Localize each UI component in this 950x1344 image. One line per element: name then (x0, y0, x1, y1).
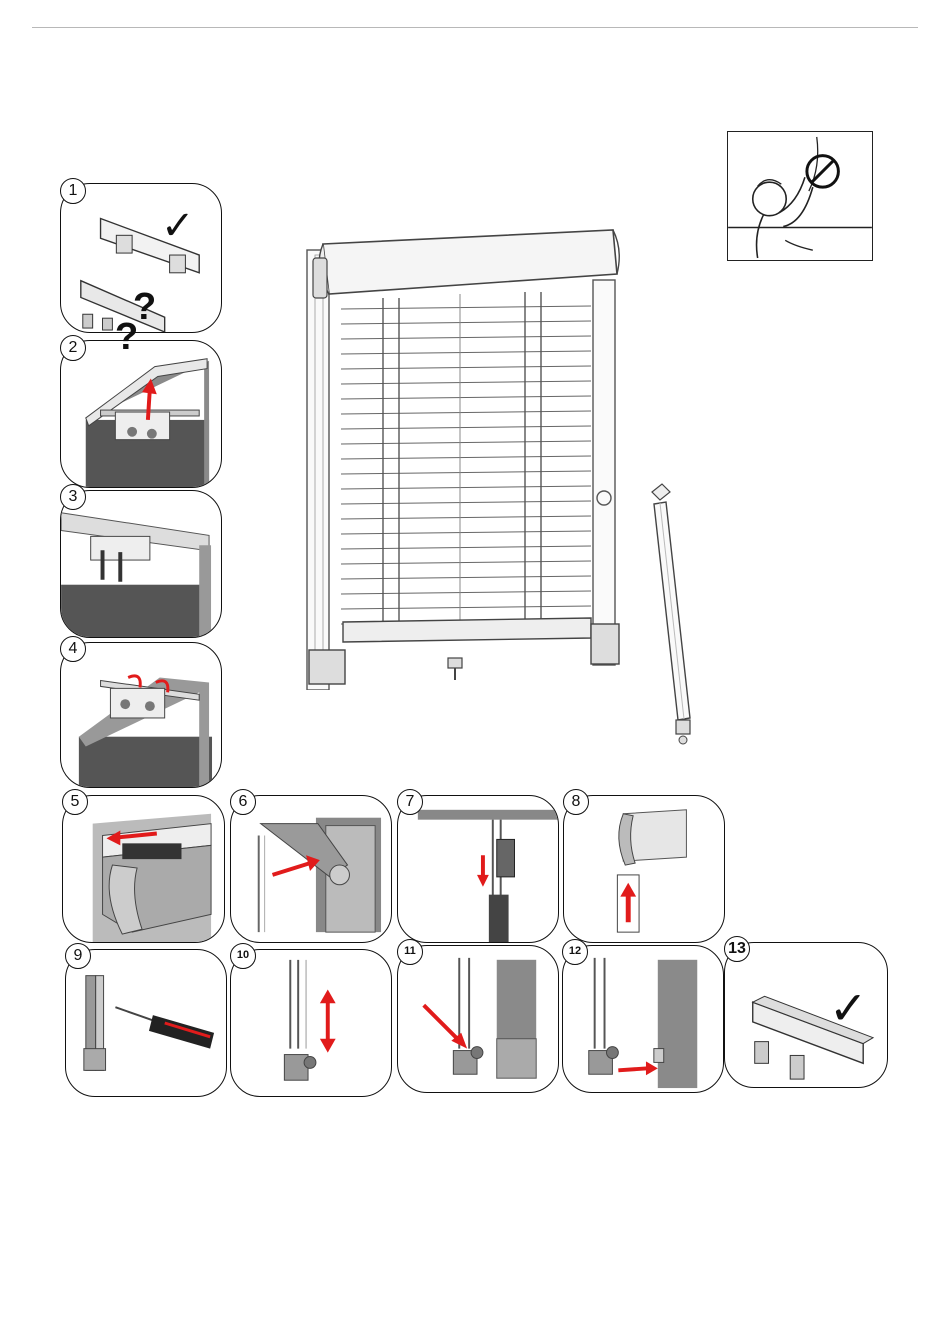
blind-slat (341, 456, 591, 459)
blind-slat (341, 546, 591, 549)
blind-slat (341, 396, 591, 399)
step-13-panel: ✓ (724, 942, 888, 1088)
step-3-number: 3 (60, 484, 86, 510)
blind-slat (341, 471, 591, 474)
blind-slat (341, 606, 591, 609)
check-mark-icon: ✓ (161, 206, 195, 246)
blind-slats (341, 306, 591, 624)
step-8-panel (563, 795, 725, 943)
blind-slat (341, 501, 591, 504)
blind-slat (341, 306, 591, 309)
step-4-number: 4 (60, 636, 86, 662)
step-2-panel (60, 340, 222, 488)
blind-slat (341, 486, 591, 489)
blind-slat (341, 366, 591, 369)
step-9-panel (65, 949, 227, 1097)
step-1-number: 1 (60, 178, 86, 204)
blind-slat (341, 516, 591, 519)
header-rule (32, 27, 918, 28)
blind-slat (341, 321, 591, 324)
blind-slat (341, 381, 591, 384)
step-6-panel (230, 795, 392, 943)
blind-slat (341, 426, 591, 429)
step-3-panel (60, 490, 222, 638)
step-4-panel (60, 642, 222, 788)
blind-slat (341, 411, 591, 414)
step-5-panel (62, 795, 225, 943)
blind-slat (341, 351, 591, 354)
step-11-number: 11 (397, 939, 423, 965)
step-10-number: 10 (230, 943, 256, 969)
step-12-number: 12 (562, 939, 588, 965)
step-12-panel (562, 945, 724, 1093)
blind-slat (341, 591, 591, 594)
step-1-panel: ✓ ? (60, 183, 222, 333)
blind-slat (341, 531, 591, 534)
operating-rod-drawing (630, 470, 710, 750)
step-11-panel (397, 945, 559, 1093)
step-7-panel (397, 795, 559, 943)
step-2-number: 2 (60, 335, 86, 361)
step-6-number: 6 (230, 789, 256, 815)
child-safety-warning (727, 131, 873, 261)
step-8-number: 8 (563, 789, 589, 815)
question-mark-icon: ? (115, 318, 138, 356)
check-mark-icon: ✓ (829, 985, 868, 1031)
step-10-panel (230, 949, 392, 1097)
step-13-number: 13 (724, 936, 750, 962)
step-7-number: 7 (397, 789, 423, 815)
blind-slat (341, 561, 591, 564)
blind-assembly-drawing (295, 210, 635, 690)
step-5-number: 5 (62, 789, 88, 815)
blind-slat (341, 441, 591, 444)
step-9-number: 9 (65, 943, 91, 969)
blind-slat (341, 336, 591, 339)
blind-slat (341, 576, 591, 579)
child-cord-warning-icon (728, 132, 872, 260)
